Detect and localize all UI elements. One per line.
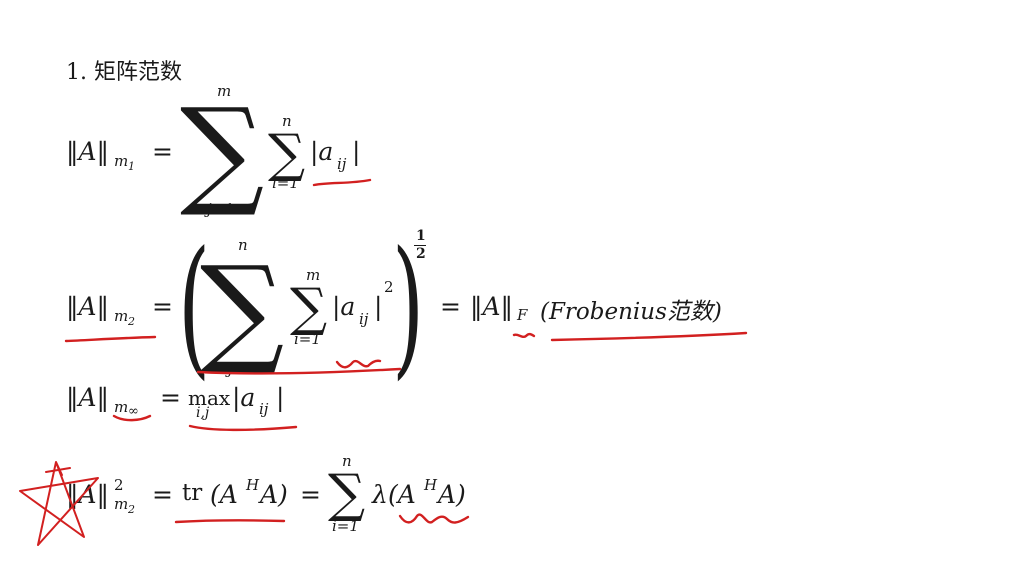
norm-subscript: m	[114, 495, 129, 513]
element-close-bar: |	[276, 383, 285, 412]
second-equals-sign: =	[300, 480, 321, 509]
norm-symbol: ‖A‖	[66, 480, 110, 509]
norm-symbol: ‖A‖	[66, 137, 110, 166]
norm-subscript: m	[114, 307, 129, 325]
sum-upper-limit: n	[342, 452, 352, 470]
right-big-paren: )	[392, 220, 425, 394]
inner-sum-lower-limit: i=1	[294, 330, 321, 348]
element-term: |a	[232, 383, 256, 412]
inner-sum-sigma: ∑	[268, 124, 306, 184]
exponent-numerator: 1	[416, 228, 426, 244]
lambda-arg-open: (A	[388, 480, 416, 509]
norm-subscript: m	[114, 152, 129, 170]
left-big-paren: (	[178, 220, 211, 394]
lambda-arg-close: A)	[438, 480, 466, 509]
element-term: |a	[332, 292, 356, 321]
norm-subscript-index: 1	[128, 160, 135, 173]
outer-sum-lower-limit: j=1	[207, 200, 234, 218]
section-heading: 1. 矩阵范数	[66, 60, 182, 85]
norm-subscript: m	[114, 398, 129, 416]
norm-symbol: ‖A‖	[66, 292, 110, 321]
squiggle-lambda	[398, 513, 470, 524]
underline-max-term	[188, 424, 298, 432]
max-subscript: i,j	[196, 405, 210, 421]
underline-aij-eq1	[312, 178, 372, 187]
element-subscript: ij	[337, 155, 347, 173]
squiggle-subscript-F	[512, 332, 536, 339]
norm-superscript: 2	[114, 476, 124, 494]
exponent-fraction-bar	[414, 245, 426, 246]
outer-sum-sigma: ∑	[180, 82, 265, 220]
equals-sign: =	[152, 480, 173, 509]
inner-sum-upper-limit: m	[306, 266, 321, 284]
exponent-denominator: 2	[416, 246, 426, 262]
element-term: |a	[310, 137, 334, 166]
underline-norm-m2	[64, 335, 157, 343]
trace-arg-open: (A	[210, 480, 238, 509]
norm-symbol: ‖A‖	[66, 383, 110, 412]
trace-arg-superscript: H	[246, 476, 260, 494]
sum-lower-limit: i=1	[332, 517, 359, 535]
rhs-equals-sign: =	[440, 292, 461, 321]
outer-sum-sigma: ∑	[200, 240, 285, 378]
sum-sigma: ∑	[328, 464, 366, 524]
element-subscript: ij	[359, 310, 369, 328]
underline-frobenius	[550, 331, 748, 342]
element-subscript: ij	[259, 400, 269, 418]
trace-arg-close: A)	[260, 480, 288, 509]
element-close-bar: |	[374, 292, 383, 321]
norm-subscript-index: 2	[128, 503, 135, 516]
lambda-symbol: λ	[372, 480, 388, 509]
frobenius-norm-symbol: ‖A‖	[470, 292, 514, 321]
frobenius-note: (Frobenius范数)	[540, 299, 722, 325]
norm-subscript-index: ∞	[128, 404, 139, 419]
inner-sum-sigma: ∑	[290, 278, 328, 338]
squiggle-aij-eq2	[335, 359, 382, 369]
norm-subscript-index: 2	[128, 315, 135, 328]
element-power: 2	[384, 278, 394, 296]
outer-sum-upper-limit: n	[238, 236, 248, 254]
inner-sum-upper-limit: n	[282, 112, 292, 130]
inner-sum-lower-limit: i=1	[272, 174, 299, 192]
max-operator: max	[188, 386, 231, 410]
frobenius-subscript: F	[517, 306, 528, 324]
lambda-arg-superscript: H	[424, 476, 438, 494]
outer-sum-lower-limit: j=1	[228, 360, 255, 378]
equals-sign: =	[160, 383, 181, 412]
element-close-bar: |	[352, 137, 361, 166]
trace-operator: tr	[182, 480, 203, 506]
outer-sum-upper-limit: m	[217, 82, 232, 100]
equals-sign: =	[152, 137, 173, 166]
underline-trace	[174, 519, 286, 524]
equals-sign: =	[152, 292, 173, 321]
